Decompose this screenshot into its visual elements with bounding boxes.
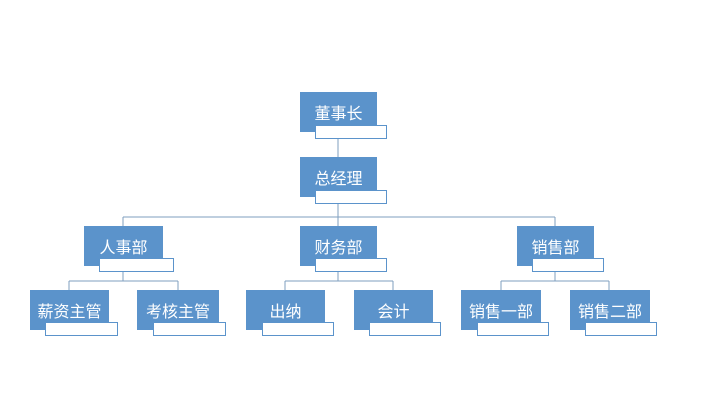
node-sales-dept-1-label: 销售一部	[468, 302, 533, 321]
node-sales-dept-2-subtitle-box	[585, 322, 657, 336]
node-finance-dept-label: 财务部	[314, 238, 363, 257]
node-assessment-supervisor-label: 考核主管	[145, 302, 210, 321]
node-salary-supervisor-subtitle-box	[45, 322, 118, 336]
node-hr-dept-label: 人事部	[99, 238, 148, 257]
node-sales-dept-subtitle-box	[532, 258, 604, 272]
node-salary-supervisor-label: 薪资主管	[37, 302, 102, 321]
node-accountant-label: 会计	[377, 302, 410, 321]
node-cashier-subtitle-box	[262, 322, 334, 336]
node-general-manager-label: 总经理	[314, 169, 363, 188]
node-chairman-label: 董事长	[314, 104, 363, 123]
node-cashier-label: 出纳	[269, 302, 302, 321]
node-accountant-subtitle-box	[369, 322, 441, 336]
node-sales-dept-1-subtitle-box	[477, 322, 549, 336]
node-general-manager-subtitle-box	[315, 190, 387, 204]
node-finance-dept-subtitle-box	[315, 258, 387, 272]
node-hr-dept-subtitle-box	[99, 258, 174, 272]
node-sales-dept-label: 销售部	[531, 238, 580, 257]
connector-lines	[68, 134, 610, 290]
node-sales-dept-2-label: 销售二部	[577, 302, 642, 321]
node-chairman-subtitle-box	[315, 125, 387, 139]
node-assessment-supervisor-subtitle-box	[153, 322, 226, 336]
